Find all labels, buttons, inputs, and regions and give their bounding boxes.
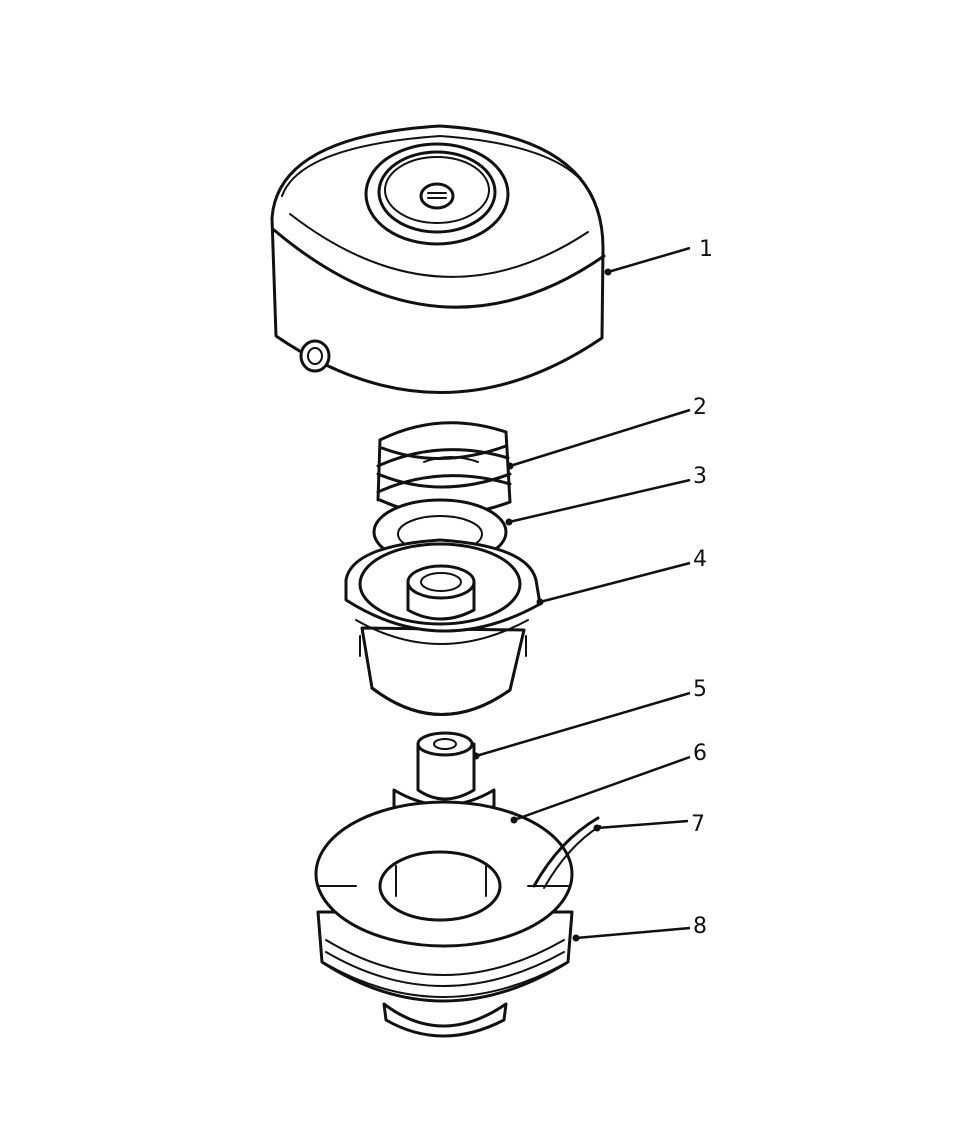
callout-3: 3 — [505, 464, 707, 526]
callout-label-7: 7 — [691, 812, 705, 837]
callout-1: 1 — [604, 237, 713, 276]
callout-label-1: 1 — [699, 237, 713, 262]
callout-5: 5 — [472, 677, 707, 760]
callout-2: 2 — [506, 395, 707, 470]
callout-label-2: 2 — [693, 395, 707, 420]
part-7-line — [532, 816, 601, 889]
part-1-cover — [270, 124, 606, 394]
callout-7: 7 — [593, 812, 705, 837]
callout-4: 4 — [536, 547, 707, 606]
part-8-spool — [314, 800, 574, 1038]
part-4-housing — [344, 538, 542, 716]
callout-8: 8 — [572, 914, 707, 942]
callout-label-8: 8 — [693, 914, 707, 939]
callout-label-4: 4 — [693, 547, 707, 572]
callout-label-3: 3 — [693, 464, 707, 489]
callout-label-5: 5 — [693, 677, 707, 702]
callout-6: 6 — [510, 741, 707, 824]
callout-label-6: 6 — [693, 741, 707, 766]
